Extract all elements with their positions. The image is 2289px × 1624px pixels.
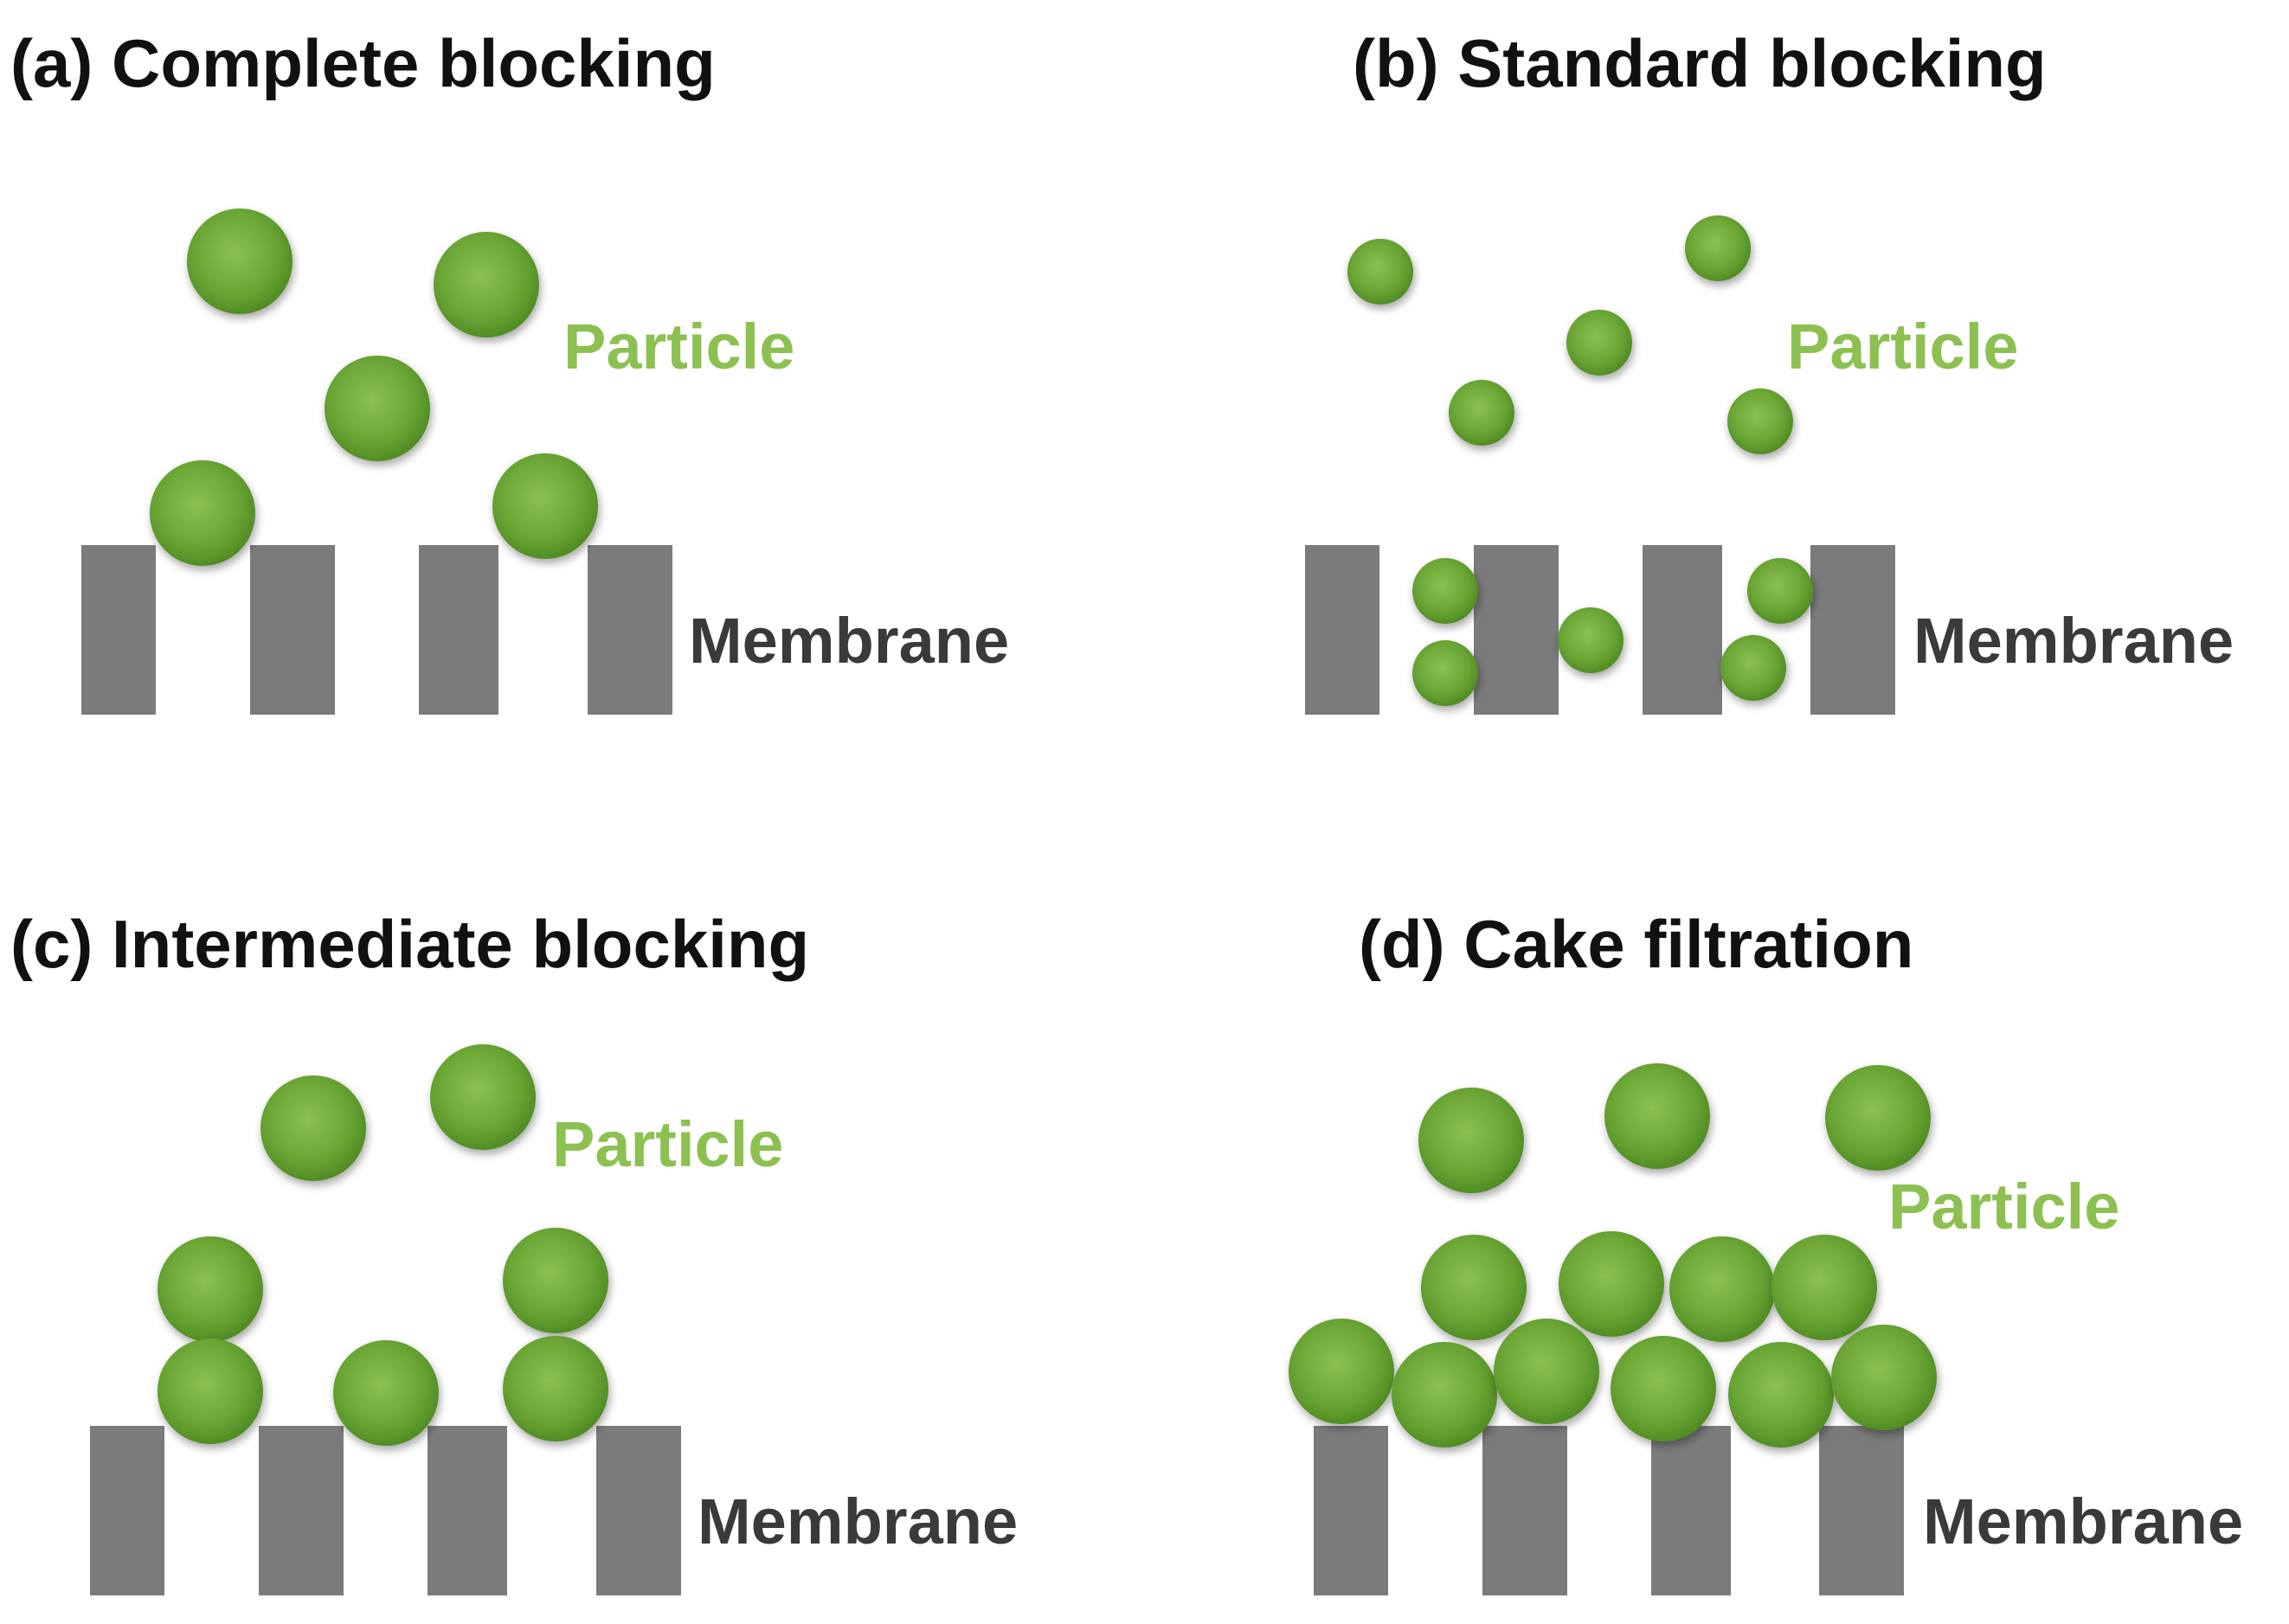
membrane-bar (250, 545, 335, 715)
particle (1720, 635, 1786, 701)
panel-d-particle-label: Particle (1888, 1171, 2119, 1242)
panel-a-particles (150, 209, 598, 566)
panel-b: (b) Standard blocking Particle Membrane (1305, 25, 2234, 715)
particle (1771, 1235, 1877, 1340)
particle (325, 356, 430, 461)
panel-d-membrane (1314, 1426, 1904, 1595)
particle (158, 1236, 263, 1342)
membrane-bar (419, 545, 498, 715)
particle (1558, 607, 1624, 673)
particle (1566, 310, 1632, 376)
panel-d-membrane-label: Membrane (1923, 1486, 2243, 1557)
particle (1347, 239, 1413, 305)
membrane-bar (1810, 545, 1895, 715)
membrane-bar (1474, 545, 1559, 715)
panel-a-particle-label: Particle (563, 311, 794, 382)
particle (1412, 558, 1478, 624)
membrane-bar (1314, 1426, 1388, 1595)
particle (1392, 1342, 1497, 1447)
particle (1418, 1088, 1524, 1193)
particle (434, 232, 539, 337)
panel-b-membrane (1305, 545, 1895, 715)
membrane-bar (1643, 545, 1722, 715)
panel-c-particles (158, 1044, 608, 1446)
panel-a: (a) Complete blocking Particle Membrane (10, 25, 1009, 715)
particle (1727, 388, 1793, 454)
particle (492, 453, 598, 559)
particle (150, 460, 255, 566)
particle (1449, 380, 1514, 446)
panel-c: (c) Intermediate blocking Particle Membr… (10, 906, 1018, 1595)
particle (1611, 1336, 1716, 1441)
panel-c-membrane (90, 1426, 681, 1595)
particle (1747, 558, 1813, 624)
particle (430, 1044, 536, 1150)
panel-b-membrane-label: Membrane (1913, 605, 2234, 677)
particle (503, 1336, 608, 1441)
particle (1494, 1319, 1599, 1424)
particle (1604, 1063, 1710, 1169)
particle (1559, 1231, 1664, 1337)
membrane-bar (1305, 545, 1379, 715)
membrane-bar (1819, 1426, 1904, 1595)
particle (1685, 215, 1751, 281)
particle (260, 1075, 366, 1181)
particle (1728, 1342, 1834, 1447)
panel-d-particles (1289, 1063, 1937, 1447)
membrane-bar (90, 1426, 164, 1595)
panel-d-title: (d) Cake filtration (1359, 906, 1913, 982)
particle (333, 1340, 439, 1446)
particle (1831, 1325, 1937, 1430)
panel-b-particle-label: Particle (1787, 311, 2018, 382)
panel-c-membrane-label: Membrane (698, 1486, 1018, 1557)
particle (1421, 1235, 1527, 1340)
particle (158, 1338, 263, 1444)
panel-a-membrane (81, 545, 672, 715)
particle (1669, 1236, 1775, 1342)
membrane-bar (588, 545, 672, 715)
panel-c-title: (c) Intermediate blocking (10, 906, 809, 982)
panel-c-particle-label: Particle (552, 1108, 783, 1180)
panel-a-title: (a) Complete blocking (10, 25, 716, 101)
panel-b-title: (b) Standard blocking (1353, 25, 2047, 101)
particle (1412, 640, 1478, 706)
panel-b-particles (1347, 215, 1813, 706)
particle (503, 1228, 608, 1333)
panel-a-membrane-label: Membrane (689, 605, 1009, 677)
particle (1289, 1319, 1394, 1424)
particle (187, 209, 293, 314)
particle (1825, 1065, 1931, 1171)
membrane-bar (259, 1426, 344, 1595)
membrane-bar (428, 1426, 507, 1595)
membrane-bar (1651, 1426, 1731, 1595)
membrane-bar (596, 1426, 681, 1595)
panel-d: (d) Cake filtration Particle Membrane (1289, 906, 2243, 1595)
membrane-bar (1482, 1426, 1567, 1595)
membrane-bar (81, 545, 156, 715)
